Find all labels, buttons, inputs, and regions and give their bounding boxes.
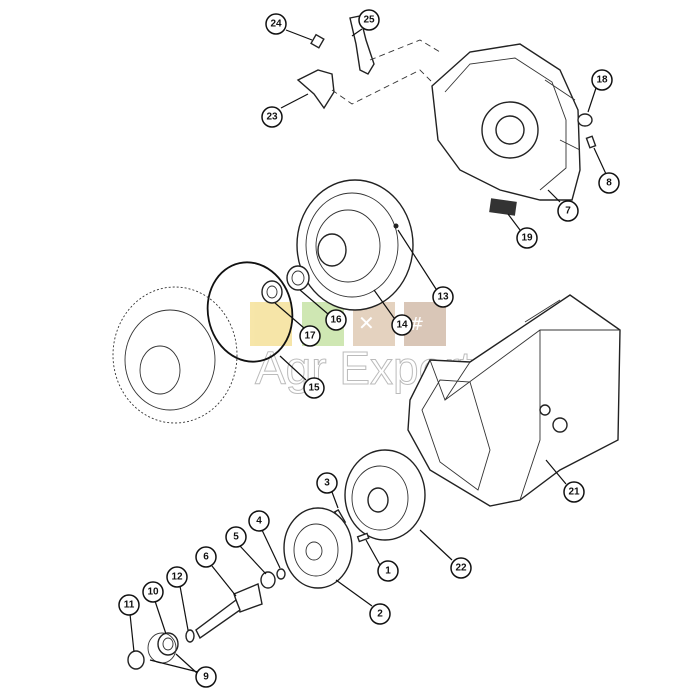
svg-text:7: 7 <box>565 206 571 217</box>
callout-25: 25 <box>358 9 380 31</box>
svg-text:2: 2 <box>377 609 383 620</box>
clutch-housing-7 <box>431 43 581 201</box>
svg-text:22: 22 <box>455 563 467 574</box>
callout-8: 8 <box>598 172 620 194</box>
callout-9: 9 <box>195 666 217 688</box>
callout-1: 1 <box>377 560 399 582</box>
svg-text:11: 11 <box>124 600 135 611</box>
svg-text:15: 15 <box>308 383 320 394</box>
callout-24: 24 <box>265 13 287 35</box>
svg-text:✕: ✕ <box>358 311 375 335</box>
svg-text:19: 19 <box>521 233 533 244</box>
callout-16: 16 <box>325 309 347 331</box>
cover-plate-19 <box>489 198 517 216</box>
svg-text:#: # <box>409 314 424 335</box>
callout-22: 22 <box>450 557 472 579</box>
callout-12: 12 <box>166 566 188 588</box>
snap-ring-4 <box>276 568 286 580</box>
plug-18 <box>577 113 593 127</box>
callout-4: 4 <box>248 510 270 532</box>
svg-text:6: 6 <box>203 552 209 563</box>
leader-lines <box>129 28 607 675</box>
svg-text:16: 16 <box>330 315 342 326</box>
bearing-5 <box>260 571 276 589</box>
callout-11: 11 <box>118 594 140 616</box>
callout-13: 13 <box>432 286 454 308</box>
callout-15: 15 <box>303 377 325 399</box>
bearing-16 <box>286 265 310 291</box>
callout-5: 5 <box>225 526 247 548</box>
clutch-assembly-22 <box>344 449 426 541</box>
bolt-1 <box>356 532 370 543</box>
svg-text:10: 10 <box>147 587 159 598</box>
svg-text:24: 24 <box>270 19 282 30</box>
bearing-10 <box>157 632 179 656</box>
svg-text:5: 5 <box>233 532 239 543</box>
svg-text:21: 21 <box>568 487 580 498</box>
callout-2: 2 <box>369 603 391 625</box>
svg-text:13: 13 <box>437 292 449 303</box>
ring-gear <box>112 286 238 424</box>
svg-text:3: 3 <box>324 478 330 489</box>
callout-17: 17 <box>299 325 321 347</box>
callout-6: 6 <box>195 546 217 568</box>
o-ring-15 <box>206 261 294 363</box>
svg-text:9: 9 <box>203 672 209 683</box>
callout-3: 3 <box>316 472 338 494</box>
o-ring-12 <box>185 629 195 643</box>
callout-21: 21 <box>563 481 585 503</box>
dowel-8 <box>585 135 597 149</box>
callout-19: 19 <box>516 227 538 249</box>
svg-text:18: 18 <box>596 75 608 86</box>
svg-text:17: 17 <box>304 331 316 342</box>
callout-23: 23 <box>261 106 283 128</box>
snap-ring-11 <box>127 650 145 670</box>
callout-7: 7 <box>557 200 579 222</box>
svg-text:4: 4 <box>256 516 262 527</box>
pin-24 <box>310 33 325 49</box>
callout-18: 18 <box>591 69 613 91</box>
callout-14: 14 <box>391 314 413 336</box>
svg-text:23: 23 <box>266 112 278 123</box>
svg-text:14: 14 <box>396 320 408 331</box>
input-shaft-6 <box>195 583 263 640</box>
bracket-23 <box>296 69 335 110</box>
svg-text:1: 1 <box>385 566 391 577</box>
svg-text:8: 8 <box>606 178 612 189</box>
svg-text:12: 12 <box>171 572 183 583</box>
svg-text:25: 25 <box>363 15 375 26</box>
transmission-case-21 <box>407 294 621 507</box>
seal-17 <box>261 280 283 304</box>
callout-10: 10 <box>142 581 164 603</box>
torque-converter-14 <box>296 179 414 311</box>
flywheel-2 <box>283 507 353 589</box>
